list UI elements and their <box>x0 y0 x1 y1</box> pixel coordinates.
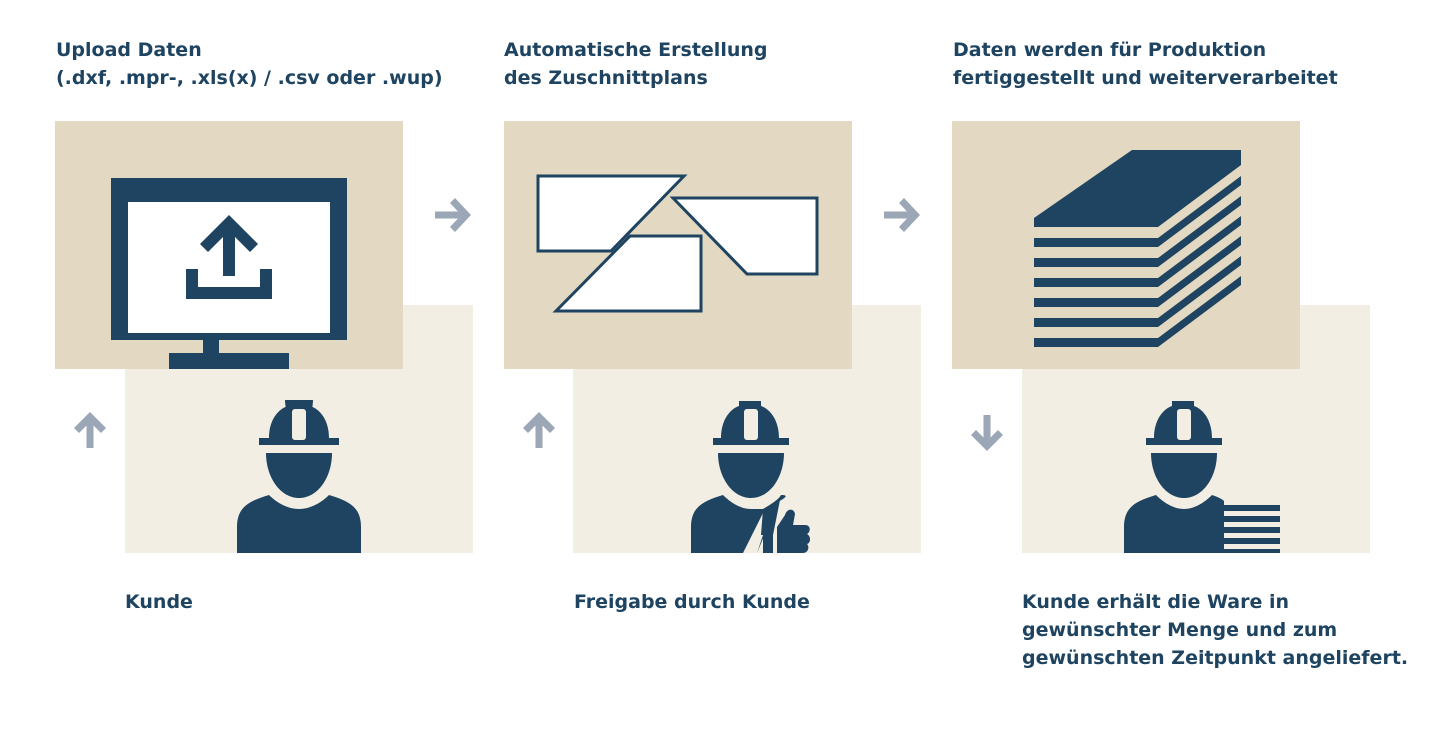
step-3-production-panel <box>952 121 1300 369</box>
step-2-title-line-2: des Zuschnittplans <box>504 67 708 89</box>
step-3-title: Daten werden für Produktion fertiggestel… <box>953 36 1338 92</box>
worker-thumbs-up-icon <box>691 401 810 553</box>
step-1-title: Upload Daten (.dxf, .mpr-, .xls(x) / .cs… <box>56 36 443 92</box>
step-3-title-line-2: fertiggestellt und weiterverarbeitet <box>953 67 1338 89</box>
step-2-up-arrow-icon <box>521 410 557 450</box>
step-1-upload-panel <box>55 121 403 369</box>
step-3-down-arrow-icon <box>969 413 1005 453</box>
panel-stack-icon <box>1034 150 1241 347</box>
step-3-caption: Kunde erhält die Ware in gewünschter Men… <box>1022 588 1408 672</box>
step-1-title-line-2: (.dxf, .mpr-, .xls(x) / .csv oder .wup) <box>56 67 443 89</box>
right-arrow-icon-2 <box>882 196 922 234</box>
right-arrow-icon-1 <box>433 196 473 234</box>
step-1-caption: Kunde <box>125 588 193 616</box>
step-3-caption-line-1: Kunde erhält die Ware in <box>1022 591 1289 613</box>
step-3-title-line-1: Daten werden für Produktion <box>953 39 1267 61</box>
step-1-caption-line-1: Kunde <box>125 591 193 613</box>
step-3-caption-line-3: gewünschten Zeitpunkt angeliefert. <box>1022 647 1409 669</box>
cutting-plan-icon <box>536 174 819 313</box>
step-2-caption-line-1: Freigabe durch Kunde <box>574 591 810 613</box>
step-2-caption: Freigabe durch Kunde <box>574 588 810 616</box>
step-3-caption-line-2: gewünschter Menge und zum <box>1022 619 1338 641</box>
monitor-upload-icon <box>111 178 347 369</box>
step-2-title-line-1: Automatische Erstellung <box>504 39 768 61</box>
step-1-title-line-1: Upload Daten <box>56 39 202 61</box>
worker-icon <box>237 400 361 553</box>
step-1-up-arrow-icon <box>72 410 108 450</box>
worker-with-panels-icon <box>1124 401 1280 553</box>
step-2-title: Automatische Erstellung des Zuschnittpla… <box>504 36 768 92</box>
step-2-cutting-panel <box>504 121 852 369</box>
